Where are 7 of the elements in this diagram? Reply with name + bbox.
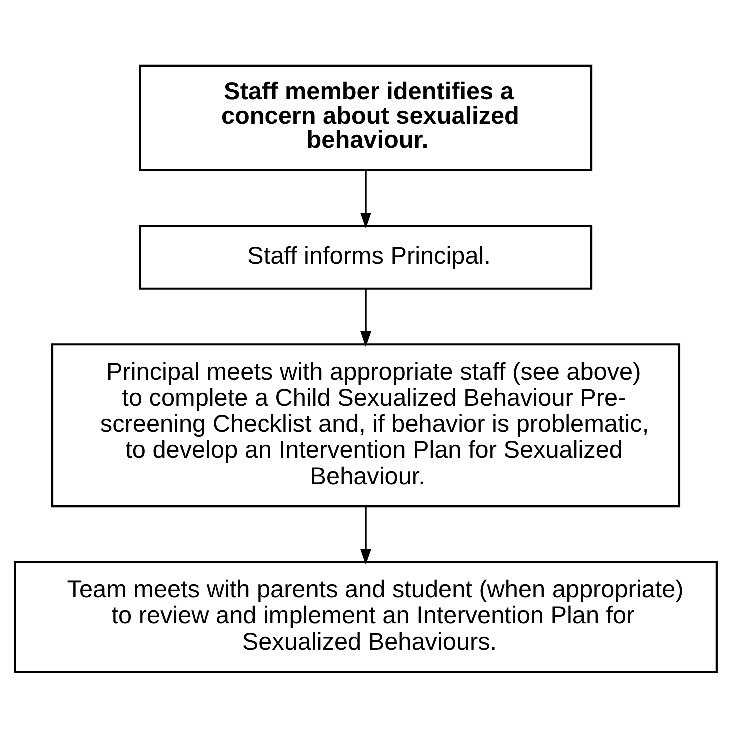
node-box: Team meets with parents and student (when appropriate) to review and implement an Intervention Plan for Sexualized Behaviours. bbox=[14, 561, 718, 674]
arrow bbox=[360, 507, 372, 565]
node-box: Staff member identifies a concern about sexualized behaviour. bbox=[139, 64, 593, 172]
node-box: Staff informs Principal. bbox=[139, 225, 593, 290]
node-box: Principal meets with appropriate staff (see above) to complete a Child Sexualized Behaviour Pre-screening Checklist and, if behavior is problematic, to develop an Intervention Plan for Sexualized Behaviour. bbox=[51, 344, 681, 508]
arrow bbox=[360, 289, 372, 348]
arrow bbox=[360, 170, 372, 229]
